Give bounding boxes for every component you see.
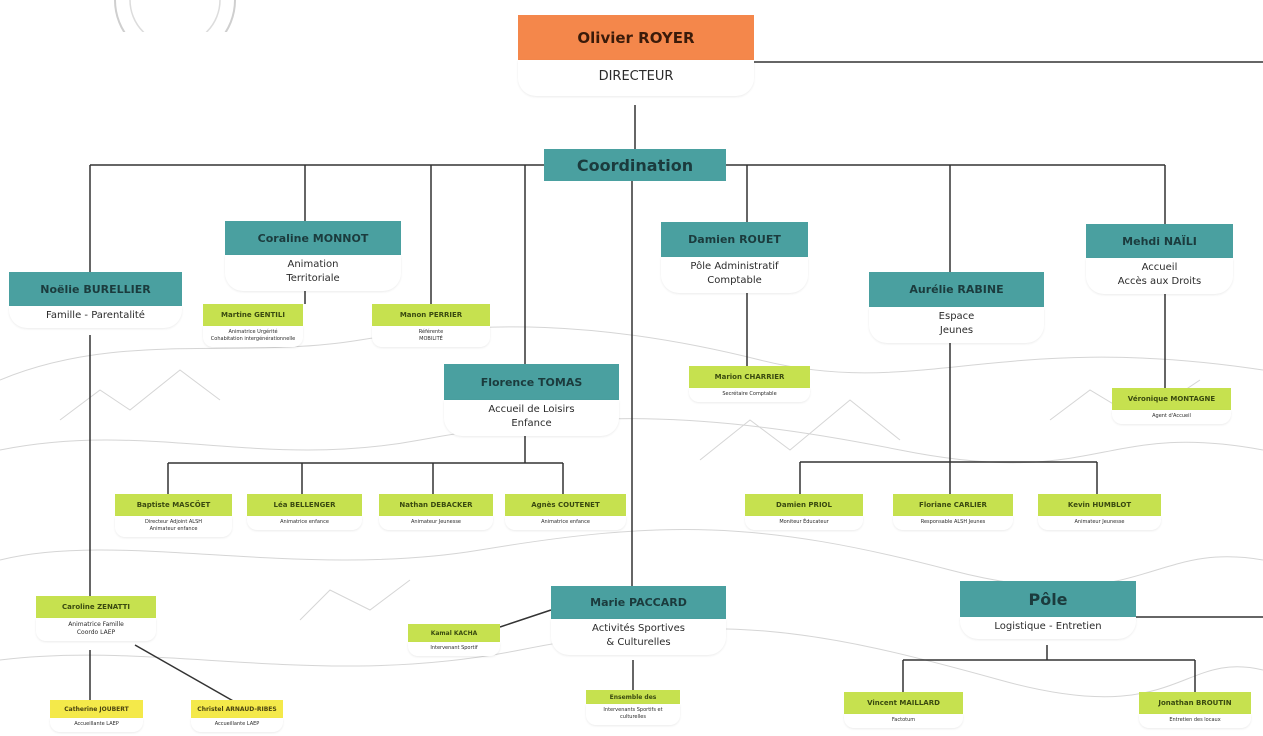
manager-card-marie: Marie PACCARD Activités Sportives& Cultu…	[551, 586, 726, 655]
manager-name: Mehdi NAÏLI	[1086, 224, 1233, 258]
staff-role: Moniteur Éducateur	[745, 516, 863, 530]
staff-card-kamal: Kamal KACHA Intervenant Sportif	[408, 624, 500, 656]
seal-logo	[114, 0, 236, 32]
staff-name: Christel ARNAUD-RIBES	[191, 700, 283, 718]
staff-card-nathan: Nathan DEBACKER Animateur Jeunesse	[379, 494, 493, 530]
director-card: Olivier ROYER DIRECTEUR	[518, 15, 754, 96]
staff-role: Intervenant Sportif	[408, 642, 500, 656]
staff-role: Responsable ALSH Jeunes	[893, 516, 1013, 530]
staff-role: Animateur Jeunesse	[1038, 516, 1161, 530]
staff-name: Baptiste MASCÖET	[115, 494, 232, 516]
manager-card-noelie: Noëlie BURELLIER Famille - Parentalité	[9, 272, 182, 328]
staff-card-catherine: Catherine JOUBERT Accueillante LAEP	[50, 700, 143, 732]
staff-card-marion: Marion CHARRIER Secrétaire Comptable	[689, 366, 810, 402]
coordination-card: Coordination	[544, 149, 726, 181]
staff-name: Léa BELLENGER	[247, 494, 362, 516]
staff-name: Damien PRIOL	[745, 494, 863, 516]
staff-role: Accueillante LAEP	[191, 718, 283, 732]
manager-name: Pôle	[960, 581, 1136, 617]
staff-role: Secrétaire Comptable	[689, 388, 810, 402]
staff-role: Factotum	[844, 714, 963, 728]
staff-role: Animateur Jeunesse	[379, 516, 493, 530]
manager-role: Activités Sportives& Culturelles	[551, 619, 726, 655]
manager-role: Logistique - Entretien	[960, 617, 1136, 639]
staff-card-vincent: Vincent MAILLARD Factotum	[844, 692, 963, 728]
staff-name: Véronique MONTAGNE	[1112, 388, 1231, 410]
staff-name: Vincent MAILLARD	[844, 692, 963, 714]
director-name: Olivier ROYER	[518, 15, 754, 60]
manager-name: Damien ROUET	[661, 222, 808, 257]
staff-name: Martine GENTILI	[203, 304, 303, 326]
staff-card-jonathan: Jonathan BROUTIN Entretien des locaux	[1139, 692, 1251, 728]
staff-name: Caroline ZENATTI	[36, 596, 156, 618]
manager-name: Aurélie RABINE	[869, 272, 1044, 307]
staff-name: Manon PERRIER	[372, 304, 490, 326]
staff-card-floriane: Floriane CARLIER Responsable ALSH Jeunes	[893, 494, 1013, 530]
staff-card-lea: Léa BELLENGER Animatrice enfance	[247, 494, 362, 530]
manager-card-pole: Pôle Logistique - Entretien	[960, 581, 1136, 639]
manager-name: Noëlie BURELLIER	[9, 272, 182, 306]
staff-card-agnes: Agnès COUTENET Animatrice enfance	[505, 494, 626, 530]
staff-name: Ensemble des	[586, 690, 680, 704]
staff-role: Animatrice enfance	[247, 516, 362, 530]
staff-card-christel: Christel ARNAUD-RIBES Accueillante LAEP	[191, 700, 283, 732]
director-role: DIRECTEUR	[518, 60, 754, 96]
staff-role: Agent d'Accueil	[1112, 410, 1231, 424]
staff-name: Catherine JOUBERT	[50, 700, 143, 718]
coordination-title: Coordination	[544, 149, 726, 181]
staff-name: Agnès COUTENET	[505, 494, 626, 516]
staff-name: Kamal KACHA	[408, 624, 500, 642]
staff-name: Jonathan BROUTIN	[1139, 692, 1251, 714]
manager-name: Florence TOMAS	[444, 364, 619, 400]
staff-name: Marion CHARRIER	[689, 366, 810, 388]
staff-role: Accueillante LAEP	[50, 718, 143, 732]
manager-role: Famille - Parentalité	[9, 306, 182, 328]
staff-name: Floriane CARLIER	[893, 494, 1013, 516]
staff-name: Kevin HUMBLOT	[1038, 494, 1161, 516]
manager-name: Coraline MONNOT	[225, 221, 401, 255]
staff-card-kevin: Kevin HUMBLOT Animateur Jeunesse	[1038, 494, 1161, 530]
staff-role: Entretien des locaux	[1139, 714, 1251, 728]
staff-role: Animatrice enfance	[505, 516, 626, 530]
staff-card-damien-priol: Damien PRIOL Moniteur Éducateur	[745, 494, 863, 530]
staff-name: Nathan DEBACKER	[379, 494, 493, 516]
staff-card-veronique: Véronique MONTAGNE Agent d'Accueil	[1112, 388, 1231, 424]
manager-name: Marie PACCARD	[551, 586, 726, 619]
